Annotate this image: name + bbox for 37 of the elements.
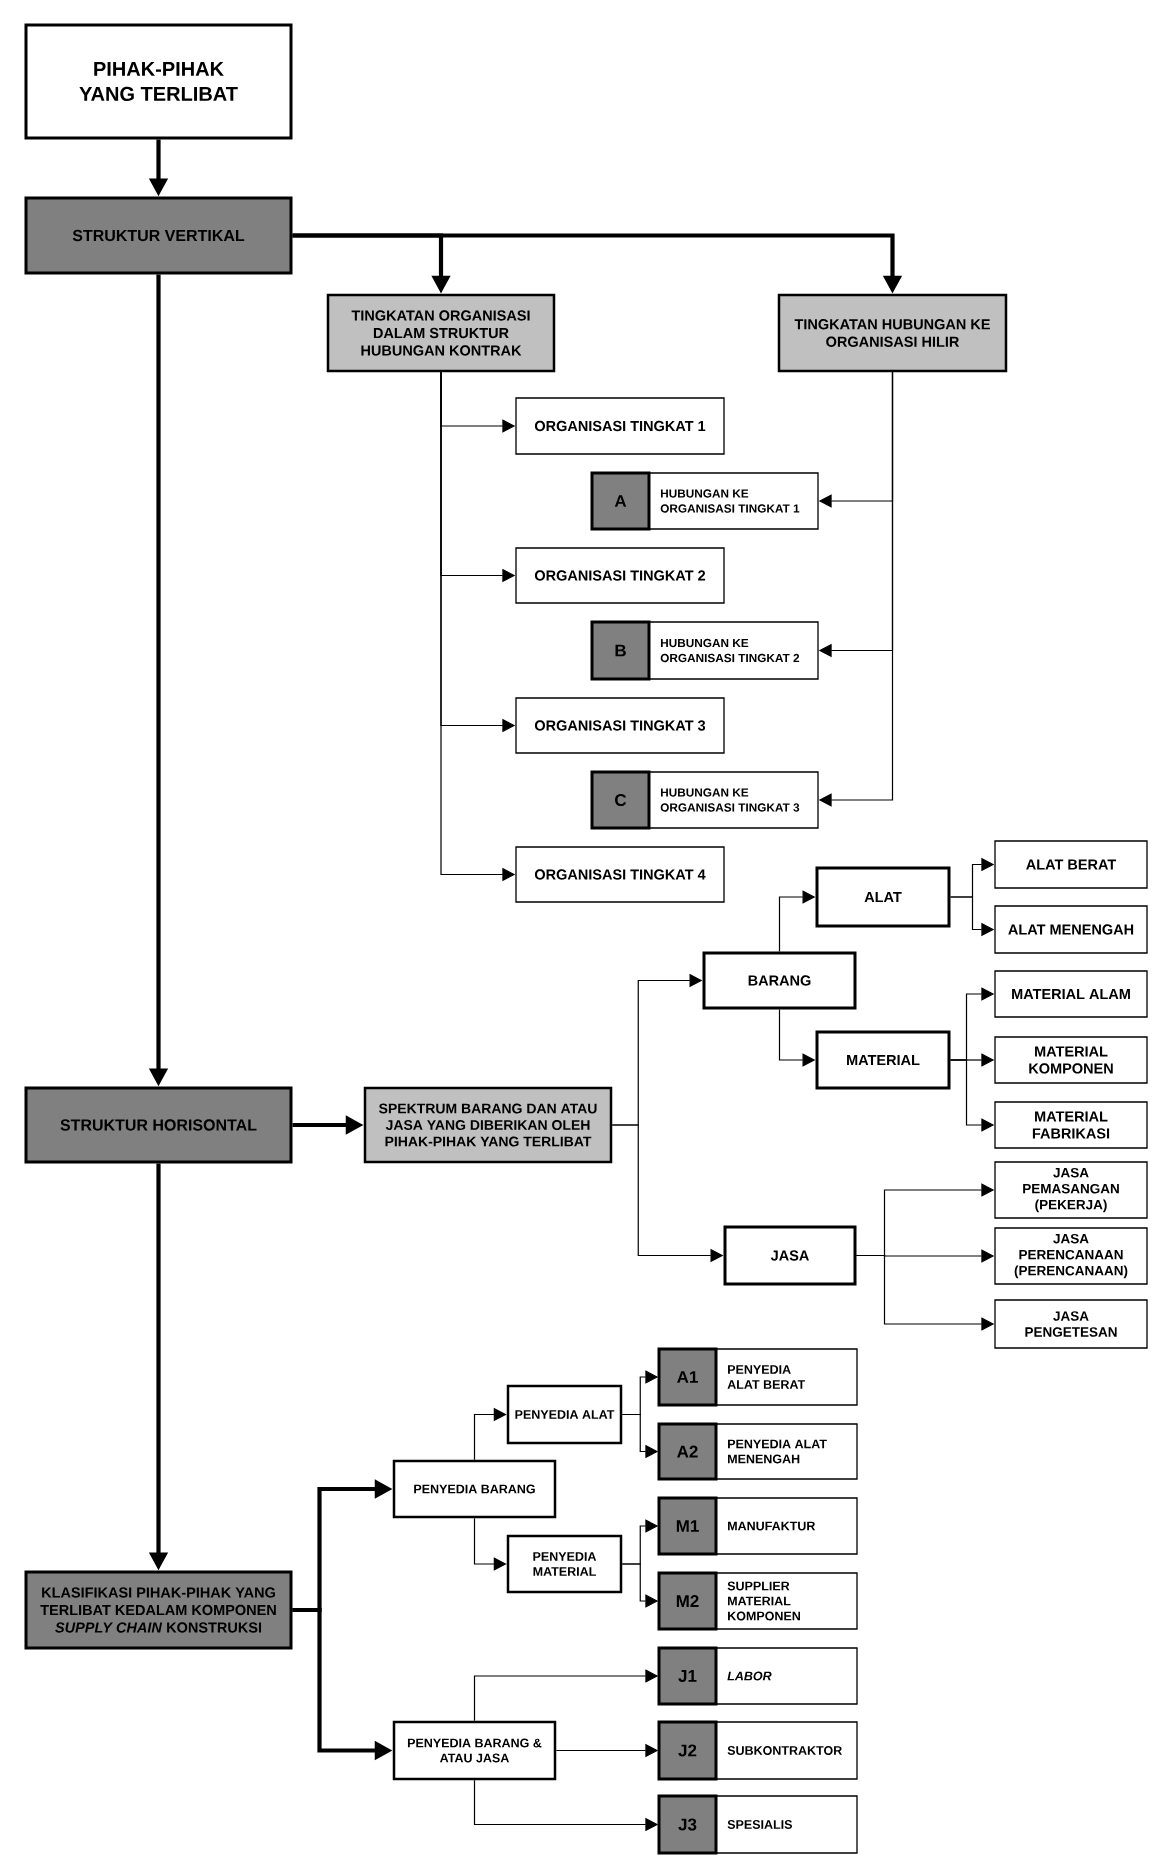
category-box: ALAT xyxy=(815,866,951,928)
item-box: ORGANISASI TINGKAT 4 xyxy=(515,846,725,903)
root-box: PIHAK-PIHAK YANG TERLIBAT xyxy=(24,23,293,140)
code-tag: J1 xyxy=(657,1646,718,1706)
code-tag: J3 xyxy=(657,1794,718,1855)
item-box: MATERIAL FABRIKASI xyxy=(994,1101,1148,1149)
code-tag: M1 xyxy=(657,1496,718,1556)
category-box: MATERIAL xyxy=(815,1030,951,1090)
provider-box: PENYEDIA BARANG xyxy=(392,1459,557,1519)
section-box: STRUKTUR VERTIKAL xyxy=(24,196,293,275)
category-box: BARANG xyxy=(702,951,857,1010)
provider-box: PENYEDIA BARANG & ATAU JASA xyxy=(392,1720,557,1781)
code-tag: A xyxy=(590,471,651,531)
item-box: JASA PENGETESAN xyxy=(994,1299,1148,1349)
item-box: ORGANISASI TINGKAT 2 xyxy=(515,547,725,604)
topic-box: TINGKATAN ORGANISASI DALAM STRUKTUR HUBUNGAN KONTRAK xyxy=(326,293,556,373)
item-box: ALAT BERAT xyxy=(994,840,1148,889)
item-box: ORGANISASI TINGKAT 1 xyxy=(515,397,725,455)
item-box: MATERIAL KOMPONEN xyxy=(994,1036,1148,1084)
code-tag: A2 xyxy=(657,1422,718,1481)
item-box: JASA PEMASANGAN (PEKERJA) xyxy=(994,1161,1148,1219)
topic-box: SPEKTRUM BARANG DAN ATAU JASA YANG DIBERIKAN OLEH PIHAK-PIHAK YANG TERLIBAT xyxy=(363,1086,613,1164)
code-tag: A1 xyxy=(657,1347,718,1407)
topic-box: TINGKATAN HUBUNGAN KE ORGANISASI HILIR xyxy=(777,293,1008,373)
item-box: ALAT MENENGAH xyxy=(994,905,1148,954)
code-tag: C xyxy=(590,770,651,830)
code-tag: J2 xyxy=(657,1720,718,1781)
category-box: JASA xyxy=(723,1225,857,1286)
section-box: STRUKTUR HORISONTAL xyxy=(24,1086,293,1164)
item-box: ORGANISASI TINGKAT 3 xyxy=(515,697,725,754)
section-box: KLASIFIKASI PIHAK-PIHAK YANG TERLIBAT KEDALAM KOMPONEN SUPPLY CHAIN KONSTRUKSI xyxy=(24,1570,293,1650)
code-tag: B xyxy=(590,620,651,681)
item-box: MATERIAL ALAM xyxy=(994,970,1148,1018)
provider-box: PENYEDIA ALAT xyxy=(506,1384,623,1445)
provider-box: PENYEDIA MATERIAL xyxy=(506,1534,623,1594)
code-tag: M2 xyxy=(657,1571,718,1631)
item-box: JASA PERENCANAAN (PERENCANAAN) xyxy=(994,1227,1148,1285)
